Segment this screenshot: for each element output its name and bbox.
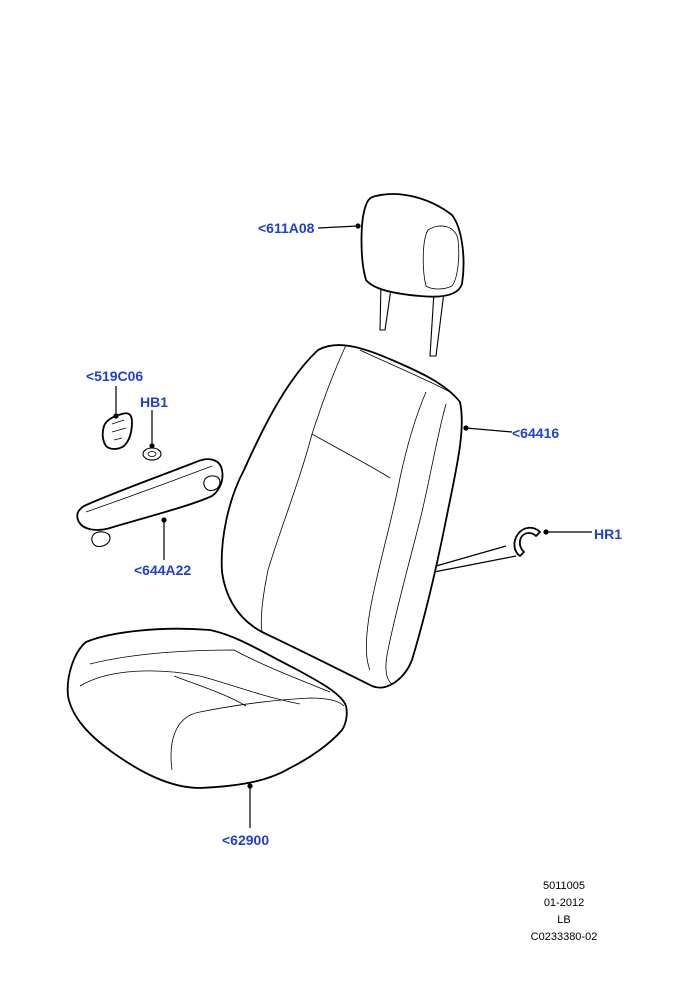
- callout-clip[interactable]: HR1: [594, 526, 622, 542]
- armrest-illustration: [76, 458, 224, 548]
- callout-cushion[interactable]: <62900: [222, 832, 269, 848]
- seat-cushion-illustration: [66, 627, 348, 789]
- footer-variant: LB: [557, 914, 571, 926]
- leader-lines: [113, 223, 592, 828]
- footer-code: 5011005: [542, 880, 585, 892]
- footer-ref: C0233380-02: [530, 931, 598, 943]
- callout-headrest[interactable]: <611A08: [258, 220, 315, 236]
- bush-illustration: [142, 447, 162, 461]
- bracket-illustration: [101, 412, 133, 450]
- footer-date: 01-2012: [543, 897, 585, 909]
- callout-bush[interactable]: HB1: [140, 394, 168, 410]
- headrest-illustration: [360, 193, 465, 357]
- callout-armrest[interactable]: <644A22: [134, 562, 191, 578]
- backrest-illustration: [220, 344, 463, 689]
- clip-illustration: [513, 526, 541, 557]
- reference-lines: [433, 545, 517, 573]
- callout-backrest[interactable]: <64416: [512, 425, 559, 441]
- callout-bracket[interactable]: <519C06: [86, 368, 143, 384]
- diagram-footer: 5011005 01-2012 LB C0233380-02: [494, 878, 634, 946]
